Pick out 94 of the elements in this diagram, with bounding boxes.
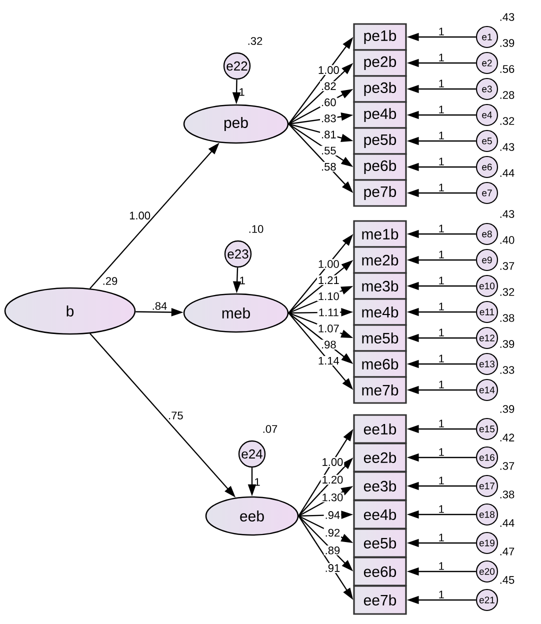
edge-label: 1.00	[320, 457, 344, 467]
variance-label: .40	[500, 236, 514, 244]
indicator-box: ee6b	[353, 556, 407, 586]
edge-label: .89	[324, 546, 342, 556]
edge-label: 1	[439, 106, 444, 114]
edge-label: .75	[169, 412, 183, 420]
indicator-box: me2b	[353, 246, 407, 274]
edge-label: .82	[320, 81, 338, 92]
variance-label: .10	[249, 225, 264, 233]
indicator-box: ee2b	[353, 442, 407, 472]
indicator-box: pe2b	[353, 49, 407, 77]
variance-label: .07	[263, 425, 278, 433]
edge-label: .91	[324, 563, 342, 573]
edge-label: .98	[320, 340, 338, 350]
indicator-box: ee4b	[353, 500, 407, 530]
indicator-box: me7b	[353, 376, 407, 404]
variance-label: .56	[500, 65, 514, 73]
variance-label: .32	[500, 288, 514, 296]
indicator-box: me3b	[353, 272, 407, 300]
edge-label: .83	[320, 114, 338, 124]
variance-label: .32	[248, 37, 262, 45]
edge-label: 1.00	[316, 259, 340, 269]
edge-label: 1	[439, 534, 444, 542]
edge-label: 1	[439, 590, 444, 598]
variance-label: .39	[500, 39, 514, 47]
edge-label: 1.10	[316, 291, 340, 302]
variance-label: .32	[500, 117, 514, 125]
edge-label: 1	[439, 250, 444, 258]
variance-label: .29	[103, 277, 118, 285]
edge-label: 1	[439, 224, 444, 232]
edge-label: 1	[439, 420, 444, 428]
indicator-box: pe5b	[353, 127, 407, 155]
edge-label: .81	[320, 130, 338, 140]
variance-label: .44	[500, 519, 514, 527]
edge-label: .94	[324, 510, 342, 520]
indicator-box: me4b	[353, 298, 407, 326]
edge-label: .60	[320, 97, 338, 108]
variance-label: .47	[500, 548, 514, 556]
edge-label: 1	[439, 28, 444, 36]
indicator-box: ee7b	[353, 585, 407, 615]
variance-label: .38	[500, 314, 514, 322]
edge-label: 1.21	[316, 275, 340, 285]
variance-label: .43	[500, 13, 514, 21]
edge-label: 1.00	[130, 212, 150, 220]
variance-label: .45	[500, 576, 514, 584]
variance-label: .39	[500, 340, 514, 348]
indicator-box: pe6b	[353, 153, 407, 181]
indicator-box: pe4b	[353, 101, 407, 129]
edge-label: .92	[324, 528, 342, 538]
edge-label: 1.07	[316, 324, 340, 334]
edge-label: 1	[439, 276, 444, 284]
edge-label: 1	[439, 448, 444, 456]
variance-label: .42	[500, 434, 514, 442]
indicator-box: pe7b	[353, 179, 407, 207]
edge-label: 1.30	[320, 492, 344, 502]
variance-label: .43	[500, 143, 514, 151]
edge-label: 1	[439, 476, 444, 484]
indicator-box: me6b	[353, 350, 407, 378]
edge-label: 1	[439, 562, 444, 570]
edge-label: 1	[439, 158, 444, 166]
edge-label: 1	[240, 88, 244, 96]
edge-label: 1.11	[317, 308, 340, 318]
edge-label: 1.20	[320, 474, 344, 485]
indicator-box: me1b	[353, 220, 407, 248]
edge-label: 1	[439, 328, 444, 336]
variance-label: .37	[500, 462, 514, 470]
variance-label: .39	[500, 405, 514, 413]
indicator-box: ee3b	[353, 471, 407, 501]
edge-label: 1	[439, 132, 444, 140]
edge-label: 1	[439, 80, 444, 88]
edge-label: 1	[439, 354, 444, 362]
indicator-box: pe1b	[353, 23, 407, 51]
edge-label: 1.14	[316, 356, 340, 366]
variance-label: .28	[500, 91, 514, 99]
variance-label: .38	[500, 490, 514, 498]
edge-label: 1	[439, 302, 444, 310]
variance-label: .44	[500, 169, 514, 177]
indicator-box: pe3b	[353, 75, 407, 103]
variance-label: .37	[500, 262, 514, 270]
indicator-box: me5b	[353, 324, 407, 352]
edge-label: 1	[439, 54, 444, 62]
indicator-box: ee5b	[353, 528, 407, 558]
edge-label: 1	[439, 505, 444, 513]
edge-label: .84	[152, 302, 167, 310]
edge-label: 1	[255, 478, 260, 486]
variance-label: .43	[500, 210, 514, 218]
edge-label: 1	[439, 380, 444, 388]
edge-label: 1	[439, 184, 444, 192]
edge-label: .58	[320, 162, 338, 172]
variance-label: .33	[500, 366, 514, 374]
indicator-box: ee1b	[353, 414, 407, 444]
edge-label: 1	[240, 276, 245, 284]
edge-label: .55	[320, 146, 338, 156]
edge-label: 1.00	[316, 65, 340, 75]
